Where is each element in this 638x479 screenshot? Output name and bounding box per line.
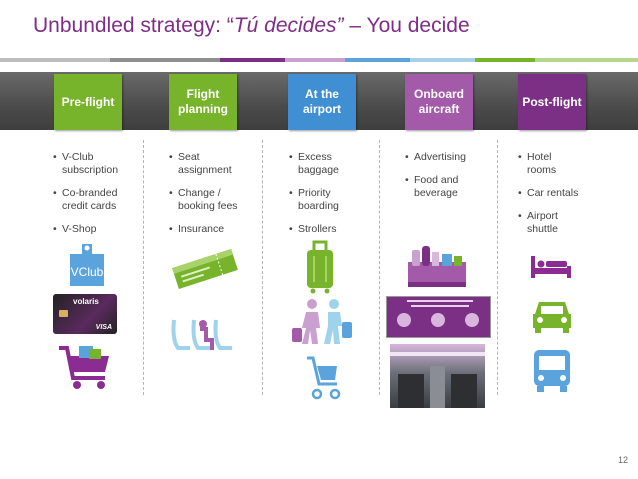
- cabin-photo-icon: [390, 344, 485, 408]
- bullet-item: Advertising: [405, 151, 466, 164]
- bullet-item: Co-branded credit cards: [53, 187, 118, 213]
- ticket-icon: [172, 248, 238, 290]
- shopping-cart-icon: [59, 346, 109, 389]
- svg-text:VClub: VClub: [71, 265, 104, 279]
- travelers-icon: [292, 299, 352, 344]
- bus-icon: [534, 350, 570, 392]
- column-3-bullets: Excess baggagePriority boardingStrollers: [289, 151, 339, 246]
- tag-icon: VClub: [70, 244, 104, 286]
- bullet-item: V-Club subscription: [53, 151, 118, 177]
- column-5-bullets: Hotel roomsCar rentalsAirport shuttle: [518, 151, 578, 246]
- bullet-item: Seat assignment: [169, 151, 238, 177]
- luggage-icon: [307, 240, 333, 294]
- bullet-item: Airport shuttle: [518, 210, 578, 236]
- page-number: 12: [617, 455, 628, 465]
- divider: [262, 140, 263, 395]
- stage-flight-planning: Flight planning: [169, 74, 237, 130]
- stage-onboard-aircraft: Onboard aircraft: [405, 74, 473, 130]
- bullet-item: Food and beverage: [405, 174, 466, 200]
- bullet-item: Car rentals: [518, 187, 578, 200]
- divider: [143, 140, 144, 395]
- column-4-bullets: AdvertisingFood and beverage: [405, 151, 466, 210]
- bullet-item: Change / booking fees: [169, 187, 238, 213]
- car-icon: [533, 302, 571, 333]
- bullet-item: Priority boarding: [289, 187, 339, 213]
- seats-icon: [171, 319, 232, 350]
- column-1-bullets: V-Club subscriptionCo-branded credit car…: [53, 151, 118, 246]
- bullet-item: Strollers: [289, 223, 339, 236]
- bullet-item: Insurance: [169, 223, 238, 236]
- color-stripes: [0, 58, 638, 62]
- bullet-item: Hotel rooms: [518, 151, 578, 177]
- divider: [497, 140, 498, 395]
- bed-icon: [531, 256, 571, 278]
- stage-pre-flight: Pre-flight: [54, 74, 122, 130]
- divider: [379, 140, 380, 395]
- bullet-item: Excess baggage: [289, 151, 339, 177]
- stage-post-flight: Post-flight: [518, 74, 586, 130]
- bullet-item: V-Shop: [53, 223, 118, 236]
- credit-card-icon: volaris VISA: [53, 294, 117, 334]
- page-title: Unbundled strategy: “Tú decides” – You d…: [33, 14, 470, 37]
- stroller-icon: [307, 356, 341, 400]
- snacks-icon: [408, 246, 466, 287]
- ad-poster-icon: [386, 296, 491, 338]
- column-2-bullets: Seat assignmentChange / booking feesInsu…: [169, 151, 238, 246]
- stage-at-the-airport: At the airport: [288, 74, 356, 130]
